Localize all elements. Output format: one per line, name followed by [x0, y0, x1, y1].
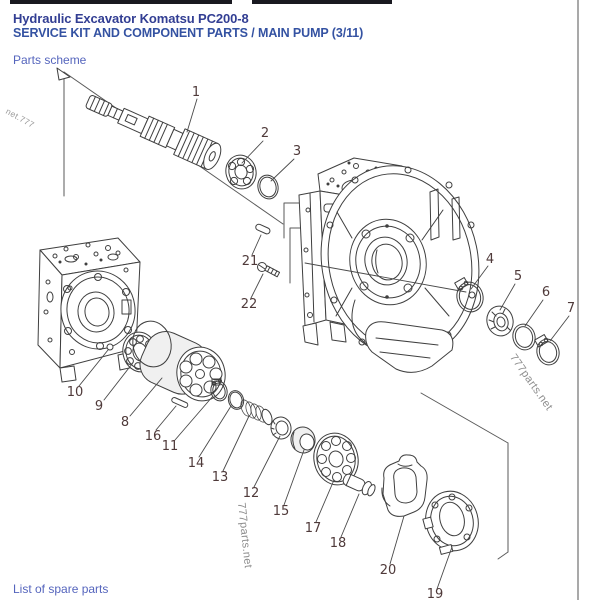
part-number-9: 9 — [95, 399, 103, 414]
part-number-16: 16 — [145, 429, 162, 444]
part-number-3: 3 — [293, 144, 301, 159]
part-number-20: 20 — [380, 563, 397, 578]
pin-part-16 — [171, 397, 189, 408]
ball-part-10 — [106, 343, 114, 351]
piston-part-18 — [342, 473, 376, 497]
washer-part-14 — [227, 390, 245, 410]
snap-ring-part-4 — [454, 277, 484, 313]
top-clipped-bar-left — [10, 0, 232, 4]
part-number-2: 2 — [261, 126, 269, 141]
bushing-part-15 — [290, 426, 316, 454]
cursor-arrow-icon — [56, 67, 71, 81]
cylinder-block-part-8 — [132, 320, 226, 402]
cradle-part-19 — [422, 490, 479, 555]
page-right-border — [577, 0, 579, 600]
page-title: Hydraulic Excavator Komatsu PC200-8 — [13, 11, 249, 26]
pin-part-21 — [255, 223, 271, 235]
o-ring-part-6 — [512, 323, 536, 351]
part-number-6: 6 — [542, 285, 550, 300]
part-number-14: 14 — [188, 456, 205, 471]
part-number-21: 21 — [242, 254, 259, 269]
mounting-flange — [320, 165, 480, 373]
top-clipped-bar-right — [252, 0, 392, 4]
part-number-10: 10 — [67, 385, 84, 400]
part-number-11: 11 — [162, 439, 179, 454]
part-number-1: 1 — [192, 85, 200, 100]
screw-part-22 — [257, 262, 281, 278]
swash-plate-part-20 — [381, 454, 428, 517]
page-subtitle: SERVICE KIT AND COMPONENT PARTS / MAIN P… — [13, 26, 364, 40]
leader-lines — [78, 98, 570, 590]
part-number-7: 7 — [567, 301, 575, 316]
spring-part-13 — [240, 399, 273, 426]
part-number-19: 19 — [427, 587, 444, 600]
part-number-13: 13 — [212, 470, 229, 485]
part-number-8: 8 — [121, 415, 129, 430]
part-number-22: 22 — [241, 297, 258, 312]
ring-part-3 — [257, 174, 279, 200]
snap-ring-part-11 — [210, 378, 228, 402]
retainer-plate-part-17 — [313, 432, 359, 486]
part-number-5: 5 — [514, 269, 522, 284]
part-number-18: 18 — [330, 536, 347, 551]
part-number-15: 15 — [273, 504, 290, 519]
list-of-spare-parts-label: List of spare parts — [13, 582, 109, 596]
collar-part-12 — [270, 416, 292, 440]
part-number-17: 17 — [305, 521, 322, 536]
parts-scheme-label: Parts scheme — [13, 53, 87, 67]
bearing-part-2 — [225, 154, 257, 190]
bearing-part-5 — [486, 305, 514, 337]
snap-ring-part-7 — [534, 334, 560, 366]
drive-shaft-part-1 — [85, 95, 222, 170]
part-number-12: 12 — [243, 486, 260, 501]
left-pump-block — [37, 237, 141, 383]
part-number-4: 4 — [486, 252, 494, 267]
